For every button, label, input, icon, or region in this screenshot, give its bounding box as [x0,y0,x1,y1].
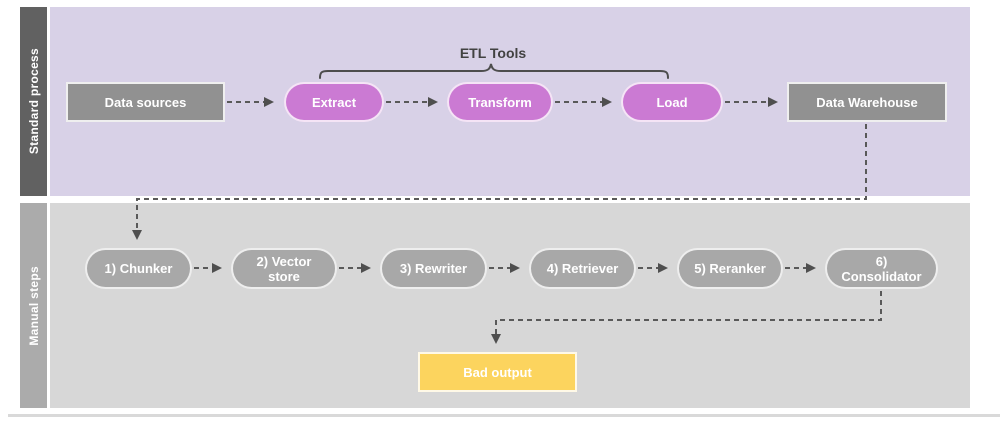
lane-label-standard-process: Standard process [26,48,41,155]
node-data-sources: Data sources [66,82,225,122]
node-consolidator: 6) Consolidator [825,248,938,289]
node-transform: Transform [447,82,553,122]
node-data-warehouse: Data Warehouse [787,82,947,122]
lane-header-manual-steps: Manual steps [20,203,47,408]
node-reranker: 5) Reranker [677,248,783,289]
node-chunker: 1) Chunker [85,248,192,289]
node-bad-output: Bad output [418,352,577,392]
node-vector-store: 2) Vector store [231,248,337,289]
node-rewriter: 3) Rewriter [380,248,487,289]
node-extract: Extract [284,82,384,122]
node-retriever: 4) Retriever [529,248,636,289]
node-load: Load [621,82,723,122]
bottom-divider [8,414,1000,417]
etl-tools-label: ETL Tools [459,45,527,61]
lane-label-manual-steps: Manual steps [26,265,41,346]
lane-header-standard-process: Standard process [20,7,47,196]
